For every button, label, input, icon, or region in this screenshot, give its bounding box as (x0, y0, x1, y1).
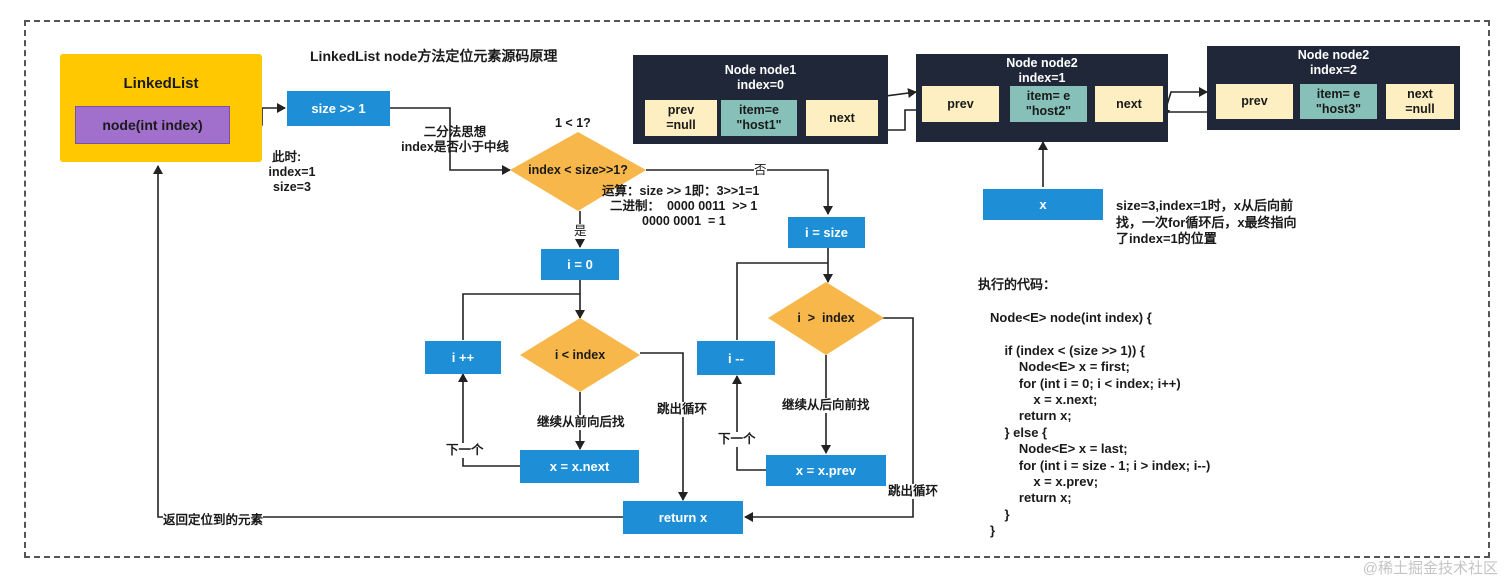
x-pointer-box: x (983, 189, 1103, 220)
explanation-line3: 了index=1的位置 (1116, 231, 1217, 246)
yes-label: 是 (574, 224, 587, 239)
node3-prev-cell: prev (1216, 84, 1293, 119)
continue-forward-label: 继续从前向后找 (537, 415, 625, 430)
decision-index-half-label: index < size>>1? (528, 163, 628, 177)
x-prev-box: x = x.prev (766, 455, 886, 486)
next-one-right-label: 下一个 (718, 432, 756, 447)
binary-search-label: 二分法思想 index是否小于中线 (400, 125, 510, 155)
decision-i-gt-index (768, 282, 884, 355)
state-note-line3: size=3 (273, 180, 311, 194)
decision-index-half (510, 132, 646, 211)
calc-line1: 运算：size >> 1即：3>>1=1 (602, 184, 760, 198)
linkedlist-title: LinkedList (123, 75, 199, 92)
i-zero-box: i = 0 (541, 249, 619, 280)
node2-title-line1: Node node2 (1006, 56, 1078, 70)
node3-title-line2: index=2 (1310, 63, 1357, 77)
node1-prev-cell: prev =null (645, 100, 717, 136)
calc-line3: 0000 0001 = 1 (642, 214, 726, 228)
return-x-box: return x (623, 501, 743, 534)
break-loop-left-label: 跳出循环 (657, 402, 708, 417)
no-label: 否 (754, 163, 767, 178)
node3-title: Node node2 index=2 (1207, 48, 1460, 78)
node2-title-line2: index=1 (1018, 71, 1066, 85)
node1-item-cell: item=e "host1" (721, 100, 797, 136)
node3-title-line1: Node node2 (1297, 48, 1370, 62)
node3-item-cell: item= e "host3" (1300, 84, 1377, 119)
node2-prev-cell: prev (922, 86, 999, 122)
node1-next-cell: next (806, 100, 878, 136)
node1-title: Node node1 index=0 (633, 63, 888, 93)
node2-title: Node node2 index=1 (916, 56, 1168, 86)
code-block: Node<E> node(int index) { if (index < (s… (990, 310, 1211, 539)
state-note-line2: index=1 (268, 165, 316, 179)
one-lt-one-label: 1 < 1? (555, 116, 591, 130)
i-inc-box: i ++ (425, 341, 501, 374)
continue-backward-label: 继续从后向前找 (782, 398, 870, 413)
node2-item-cell: item= e "host2" (1010, 86, 1087, 122)
binary-search-line1: 二分法思想 (423, 125, 487, 139)
node3-next-cell: next =null (1386, 84, 1454, 119)
next-one-left-label: 下一个 (446, 443, 484, 458)
node1-title-line2: index=0 (737, 78, 784, 92)
node2-next-cell: next (1095, 86, 1163, 122)
code-title: 执行的代码： (978, 277, 1057, 292)
i-dec-box: i -- (697, 341, 775, 375)
i-size-box: i = size (788, 217, 865, 248)
break-loop-right-label: 跳出循环 (888, 484, 939, 499)
decision-i-gt-index-label: i > index (797, 311, 855, 325)
explanation-line2: 找，一次for循环后，x最终指向 (1116, 214, 1297, 230)
node1-title-line1: Node node1 (724, 63, 797, 77)
state-note-line1: 此时: (272, 150, 302, 164)
watermark: @稀土掘金技术社区 (1362, 560, 1498, 577)
size-shift-box: size >> 1 (287, 91, 390, 126)
node-method-box: node(int index) (75, 106, 230, 144)
decision-i-lt-index (520, 318, 640, 392)
binary-search-line2: index是否小于中线 (401, 140, 509, 154)
calc-line2: 二进制： 0000 0011 >> 1 (610, 199, 758, 213)
x-next-box: x = x.next (520, 450, 639, 483)
explanation-text: size=3,index=1时，x从后向前 找，一次for循环后，x最终指向 了… (1116, 198, 1297, 248)
return-located-label: 返回定位到的元素 (163, 513, 264, 528)
state-note: 此时: index=1 size=3 (262, 150, 322, 195)
explanation-line1: size=3,index=1时，x从后向前 (1116, 198, 1294, 213)
diagram-title: LinkedList node方法定位元素源码原理 (310, 48, 558, 64)
decision-i-lt-index-label: i < index (554, 348, 606, 362)
diagram-frame (24, 20, 1490, 558)
